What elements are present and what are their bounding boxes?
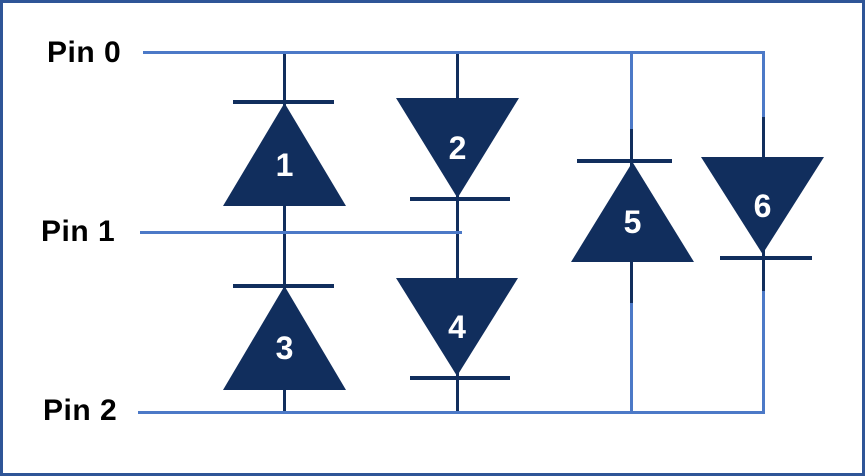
pin1-rail-wire (140, 231, 462, 234)
diode-1-cathode-bar (233, 100, 334, 104)
diode-5: 5 (571, 162, 694, 262)
diode-3-number: 3 (275, 330, 294, 366)
pin0-to-diode6-wire (762, 51, 765, 117)
pin0-to-diode5-wire (630, 51, 633, 129)
diode-6: 6 (701, 157, 824, 254)
diode-6-cathode-bar (720, 256, 812, 260)
diode-2-number: 2 (448, 130, 467, 166)
pin2-label: Pin 2 (43, 394, 118, 427)
diode-2: 2 (396, 98, 519, 198)
diode-5-number: 5 (623, 204, 642, 240)
diode-2-cathode-bar (410, 197, 510, 201)
diode-4-number: 4 (448, 309, 466, 345)
diode-6-number: 6 (753, 187, 772, 224)
diode-5-cathode-bar (577, 159, 672, 163)
diode-4-cathode-bar (410, 376, 510, 380)
diode-1-number: 1 (275, 146, 294, 183)
diode6-to-pin2-wire (762, 291, 765, 414)
diode-4: 4 (396, 278, 518, 376)
pin1-label: Pin 1 (41, 215, 116, 248)
diode-3: 3 (223, 286, 346, 390)
diode-3-cathode-bar (233, 284, 334, 288)
pin0-rail-wire (143, 51, 765, 54)
pin0-label: Pin 0 (47, 36, 122, 69)
pin2-rail-wire (138, 411, 765, 414)
diode5-to-pin2-wire (630, 303, 633, 414)
diode-1: 1 (223, 103, 346, 206)
